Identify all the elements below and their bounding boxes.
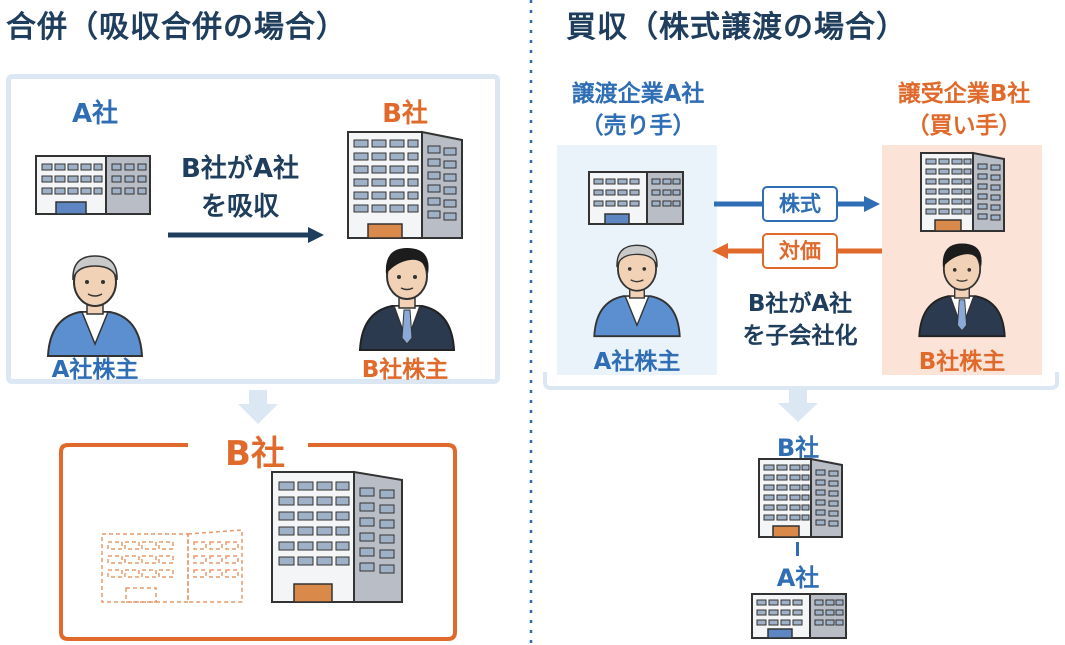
- absorbed-building-a-dashed-icon: [101, 529, 243, 603]
- company-a-building-icon: [35, 155, 151, 215]
- acquisition-action-line2: を子会社化: [742, 323, 858, 349]
- merger-before-frame: [6, 74, 500, 384]
- merger-action-line1: B社がA社: [181, 154, 299, 184]
- shares-badge: 株式: [762, 186, 838, 222]
- subsidiary-company-a-building-icon: [751, 593, 847, 639]
- buyer-label-line2: （買い手）: [906, 113, 1022, 139]
- merged-company-b-building-icon: [271, 470, 403, 603]
- merger-down-arrow-icon: [238, 390, 278, 424]
- buyer-shareholder-person-icon: [918, 243, 1006, 338]
- shareholder-a-person-icon: [46, 255, 144, 357]
- acquisition-bracket: [543, 372, 1059, 390]
- acquisition-shareholder-a-label: A社株主: [593, 349, 681, 375]
- result-parent-label: B社: [776, 434, 820, 462]
- shareholder-b-person-icon: [358, 248, 456, 351]
- seller-shareholder-person-icon: [593, 244, 681, 338]
- company-b-building-icon: [347, 130, 463, 239]
- buyer-building-icon: [920, 151, 1005, 232]
- parent-company-b-building-icon: [758, 457, 843, 538]
- merger-action-line2: を吸収: [200, 192, 279, 222]
- merger-title: 合併（吸収合併の場合）: [6, 10, 347, 45]
- buyer-label-line1: 譲受企業B社: [897, 81, 1031, 107]
- merger-shareholder-b-label: B社株主: [361, 357, 449, 383]
- result-child-label: A社: [776, 564, 820, 592]
- seller-label-line1: 譲渡企業A社: [571, 81, 705, 107]
- merger-result-frame: [59, 443, 457, 641]
- merger-arrow-icon: [168, 227, 324, 243]
- section-divider: [529, 0, 533, 645]
- acquisition-down-arrow-icon: [778, 390, 818, 422]
- merger-company-b-label: B社: [382, 99, 428, 129]
- acquisition-title: 買収（株式譲渡の場合）: [566, 10, 907, 45]
- seller-label-line2: （売り手）: [580, 113, 696, 139]
- acquisition-shareholder-b-label: B社株主: [918, 349, 1006, 375]
- parent-child-connector: [796, 542, 799, 556]
- merger-shareholder-a-label: A社株主: [51, 357, 139, 383]
- seller-building-icon: [588, 171, 684, 225]
- merger-company-a-label: A社: [71, 99, 119, 129]
- acquisition-action-line1: B社がA社: [747, 291, 853, 317]
- merger-result-company-label: B社: [225, 434, 285, 474]
- price-badge: 対価: [762, 233, 838, 269]
